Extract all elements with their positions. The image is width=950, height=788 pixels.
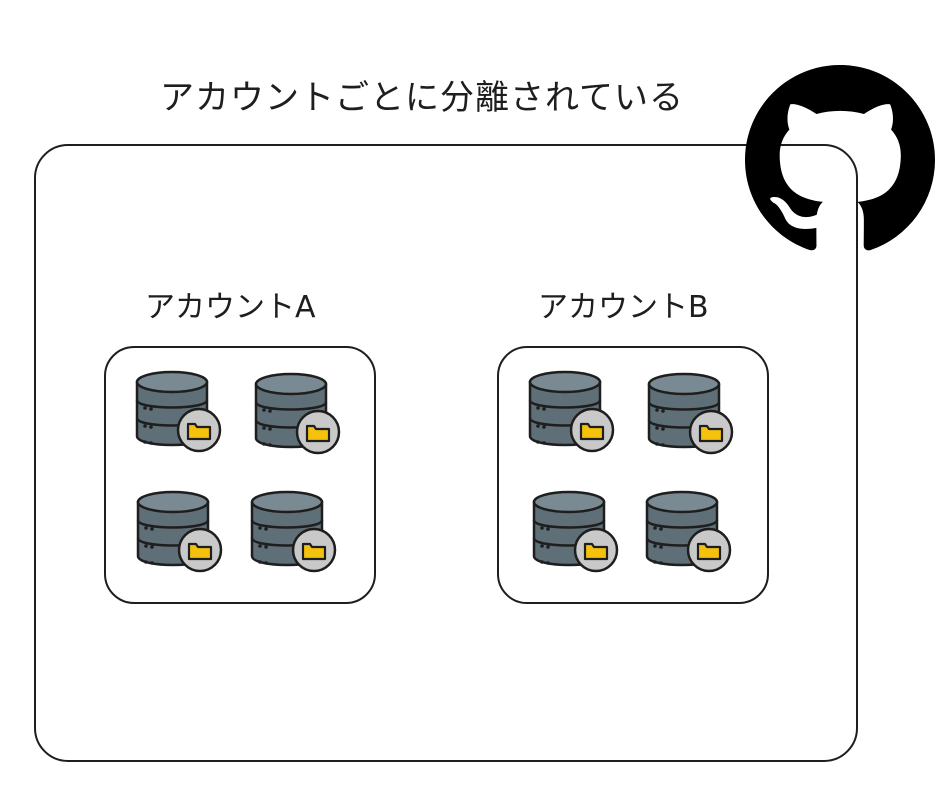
database-folder-icon (645, 370, 735, 460)
database-folder-icon (133, 368, 223, 458)
github-icon (745, 65, 935, 251)
outer-container (34, 144, 858, 762)
database-folder-icon (252, 370, 342, 460)
diagram-title: アカウントごとに分離されている (160, 78, 684, 118)
account-b-box (497, 346, 769, 604)
account-a-box (104, 346, 376, 604)
database-folder-icon (134, 488, 224, 578)
account-b-label: アカウントB (538, 290, 709, 325)
database-folder-icon (526, 368, 616, 458)
database-folder-icon (248, 488, 338, 578)
database-folder-icon (643, 488, 733, 578)
account-a-label: アカウントA (145, 290, 316, 325)
database-folder-icon (530, 488, 620, 578)
